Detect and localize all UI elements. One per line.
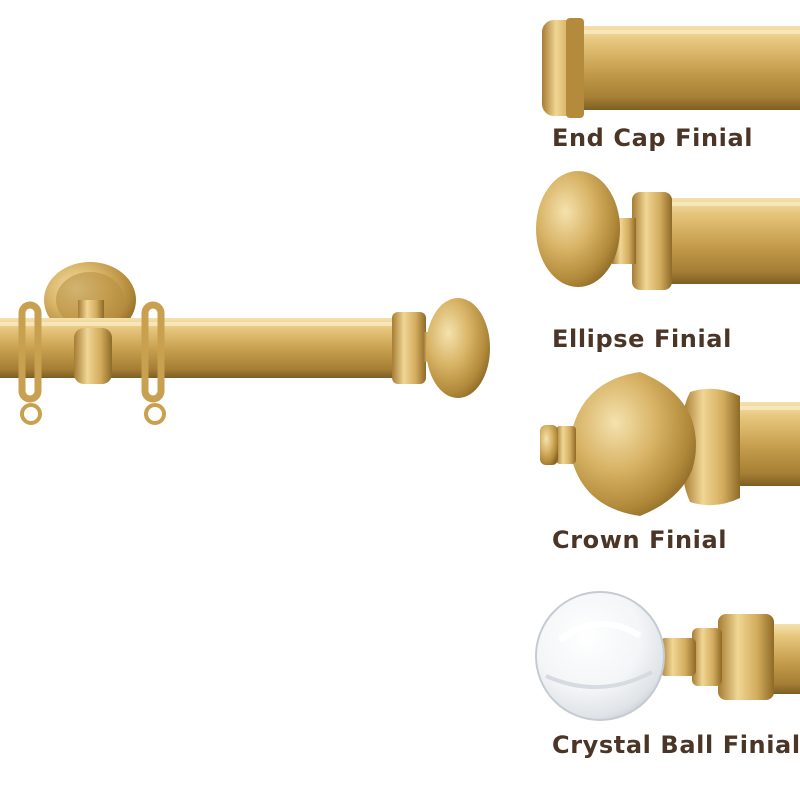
ellipse-finial-knob [426,298,490,398]
crystal-ball-finial-label: Crystal Ball Finial [552,731,800,759]
end-cap-finial-icon [542,18,800,118]
ellipse-finial-label: Ellipse Finial [552,325,732,353]
crown-finial-icon [540,372,800,516]
crystal-ball-finial-icon [535,591,800,721]
rod-tube [0,318,400,378]
ellipse-finial-icon [536,171,800,290]
bracket-holder [74,328,112,384]
end-cap-finial-label: End Cap Finial [552,124,754,152]
curtain-ring [141,301,166,425]
curtain-ring [18,301,42,425]
assembled-curtain-rod [0,262,490,425]
crown-finial-label: Crown Finial [552,526,728,554]
